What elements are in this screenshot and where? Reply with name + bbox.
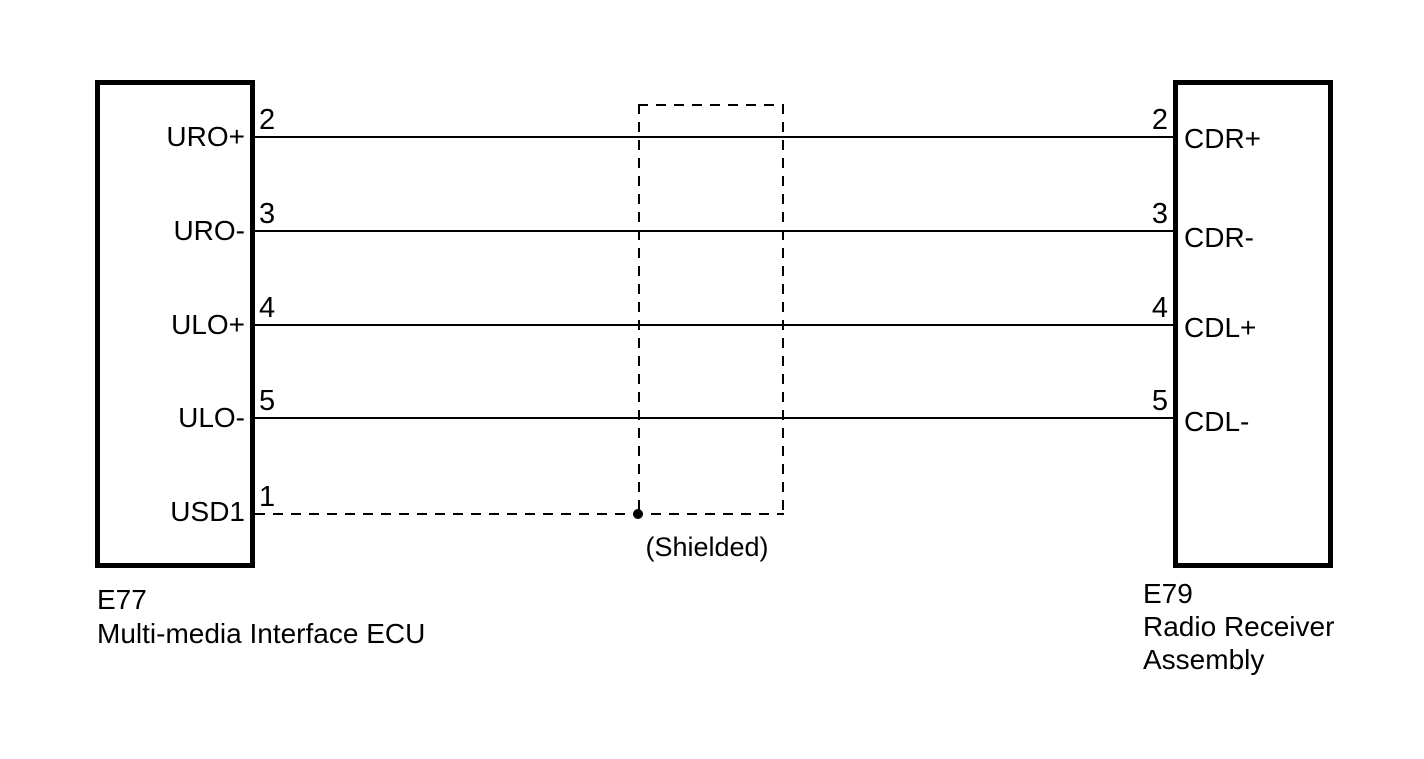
left-pin-label-usd1: USD1 xyxy=(170,496,245,527)
left-pin-label-uro-minus: URO- xyxy=(173,215,245,246)
right-pin-number-4: 4 xyxy=(1151,292,1168,324)
shielded-label: (Shielded) xyxy=(645,532,769,562)
wire-usd1-shield-drain xyxy=(255,513,784,515)
left-pin-number-4: 4 xyxy=(259,292,276,324)
right-pin-number-3: 3 xyxy=(1151,198,1168,230)
right-pin-label-cdr-plus: CDR+ xyxy=(1184,123,1262,154)
left-pin-number-5: 5 xyxy=(259,385,276,417)
left-pin-label-ulo-minus: ULO- xyxy=(178,402,245,433)
wire-uro-plus-to-cdr-plus xyxy=(255,136,1173,138)
right-connector-box xyxy=(1173,80,1333,568)
wire-ulo-minus-to-cdl-minus xyxy=(255,417,1173,419)
left-pin-number-2: 2 xyxy=(259,104,276,136)
right-pin-label-cdr-minus: CDR- xyxy=(1184,222,1254,253)
shield-junction-dot xyxy=(633,509,643,519)
left-connector-caption: E77 Multi-media Interface ECU xyxy=(97,584,426,649)
right-pin-number-2: 2 xyxy=(1151,104,1168,136)
right-connector-caption: E79 Radio Receiver Assembly xyxy=(1143,578,1335,675)
left-pin-label-uro-plus: URO+ xyxy=(166,121,245,152)
left-pin-number-3: 3 xyxy=(259,198,276,230)
left-pin-number-1: 1 xyxy=(259,481,276,513)
wire-uro-minus-to-cdr-minus xyxy=(255,230,1173,232)
left-pin-label-ulo-plus: ULO+ xyxy=(171,309,245,340)
left-connector-box xyxy=(95,80,255,568)
right-pin-number-5: 5 xyxy=(1151,385,1168,417)
shield-boundary-left xyxy=(638,104,640,515)
right-pin-label-cdl-minus: CDL- xyxy=(1184,406,1250,437)
shield-boundary-right xyxy=(782,104,784,515)
shield-boundary-top xyxy=(638,104,784,106)
right-pin-label-cdl-plus: CDL+ xyxy=(1184,312,1257,343)
wire-ulo-plus-to-cdl-plus xyxy=(255,324,1173,326)
